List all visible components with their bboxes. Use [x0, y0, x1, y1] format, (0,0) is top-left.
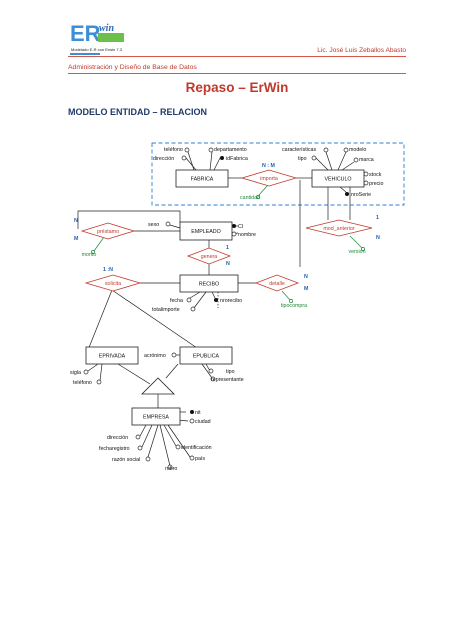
- relationship-genera-label: genera: [201, 254, 218, 260]
- importa-group-box: [151, 142, 405, 206]
- relationship-importa-label: importa: [260, 176, 278, 182]
- cardinality-detalle-n: N: [304, 274, 308, 280]
- logo-win-word: win: [99, 23, 114, 34]
- attr-epublica-acronimo: acrónimo: [144, 353, 166, 359]
- cardinality-genera-n: N: [226, 261, 230, 267]
- logo-caption: Modelado E-R con Erwin 7.3: [71, 47, 123, 52]
- attr-vehiculo-tipo: tipo: [298, 156, 307, 162]
- attr-fabrica-direccion: dirección: [153, 156, 174, 162]
- cardinality-solicita: 1 :N: [103, 267, 113, 273]
- attr-empresa-nit: nit: [195, 410, 201, 416]
- entity-fabrica: FABRICA: [175, 169, 229, 188]
- attr-empresa-ciudad: ciudad: [195, 419, 211, 425]
- course-divider: [68, 73, 406, 74]
- attr-eprivada-telefono: teléfono: [73, 380, 92, 386]
- attr-cantidad: cantidad: [240, 195, 260, 201]
- attr-empresa-rubro: rubro: [165, 466, 177, 472]
- attr-empresa-identificacion: identificación: [181, 445, 212, 451]
- cardinality-mod-1: 1: [376, 215, 379, 221]
- entity-empresa: EMPRESA: [131, 407, 181, 426]
- entity-recibo: RECIBO: [179, 274, 239, 293]
- cardinality-prestamo-m: M: [74, 236, 79, 242]
- logo-er-letters: ER: [70, 21, 101, 46]
- page-title: Repaso – ErWin: [185, 80, 289, 95]
- attr-vehiculo-modelo: modelo: [349, 147, 366, 153]
- section-heading: MODELO ENTIDAD – RELACION: [68, 107, 208, 117]
- attr-vehiculo-precio: precio: [369, 181, 383, 187]
- relationship-mod-anterior-label: mod_anterior: [323, 226, 354, 232]
- erwin-logo: ER win Modelado E-R con Erwin 7.3: [68, 18, 126, 60]
- attr-eprivada-sigla: sigla: [70, 370, 81, 376]
- attr-recibo-totalimporte: totalimporte: [152, 307, 180, 313]
- attr-epublica-representante: representante: [211, 377, 244, 383]
- attr-vehiculo-nroserie: nroSerie: [351, 192, 371, 198]
- relationship-importa: importa: [240, 169, 298, 187]
- attr-empresa-pais: país: [195, 456, 205, 462]
- entity-vehiculo: VEHICULO: [311, 169, 365, 188]
- attr-empleado-ci: CI: [238, 224, 243, 230]
- cardinality-detalle-m: M: [304, 286, 309, 292]
- course-name: Administración y Diseño de Base de Datos: [68, 64, 197, 71]
- cardinality-prestamo-n: N: [74, 218, 78, 224]
- entity-fabrica-label: FABRICA: [191, 177, 214, 183]
- attr-empresa-razon-social: razón social: [112, 457, 140, 463]
- attr-fabrica-idfabrica: idFabrica: [226, 156, 248, 162]
- entity-vehiculo-label: VEHICULO: [324, 177, 351, 183]
- entity-recibo-label: RECIBO: [199, 282, 219, 288]
- attr-vehiculo-marca: marca: [359, 157, 374, 163]
- entity-eprivada-label: EPRIVADA: [99, 354, 126, 360]
- entity-empresa-label: EMPRESA: [143, 415, 169, 421]
- entity-epublica-label: EPUBLICA: [193, 354, 220, 360]
- relationship-detalle: detalle: [254, 274, 300, 292]
- relationship-mod-anterior: mod_anterior: [305, 219, 373, 237]
- attr-empleado-sexo: sexo: [148, 222, 159, 228]
- attr-monto: monto: [82, 252, 97, 258]
- attr-vehiculo-caracteristicas: características: [282, 147, 316, 153]
- entity-empleado: EMPLEADO: [179, 221, 233, 241]
- cardinality-genera-1: 1: [226, 245, 229, 251]
- entity-epublica: EPUBLICA: [179, 346, 233, 365]
- attr-fabrica-departamento: departamento: [214, 147, 247, 153]
- attr-version: version: [348, 249, 365, 255]
- author-name: Lic. José Luis Zeballos Abasto: [317, 47, 406, 54]
- relationship-detalle-label: detalle: [269, 281, 285, 287]
- attr-empresa-direccion: dirección: [107, 435, 128, 441]
- attr-recibo-fecha: fecha: [170, 298, 183, 304]
- attr-recibo-nrorecibo: nrorecibo: [220, 298, 242, 304]
- erwin-logo-graphic: ER win Modelado E-R con Erwin 7.3: [68, 18, 126, 60]
- entity-eprivada: EPRIVADA: [85, 346, 139, 365]
- header-divider: [68, 56, 406, 57]
- relationship-solicita-label: solicita: [105, 281, 121, 287]
- attr-tipocompra: tipocompra: [281, 303, 307, 309]
- attr-vehiculo-stock: stock: [369, 172, 382, 178]
- cardinality-importa: N : M: [262, 163, 276, 169]
- relationship-prestamo-label: préstamo: [97, 229, 119, 235]
- cardinality-mod-n: N: [376, 235, 380, 241]
- relationship-genera: genera: [186, 247, 232, 265]
- attr-empleado-nombre: nombre: [238, 232, 256, 238]
- attr-fabrica-telefono: teléfono: [164, 147, 183, 153]
- generalization-triangle: [141, 377, 175, 395]
- entity-empleado-label: EMPLEADO: [191, 229, 220, 235]
- attr-empresa-fecharegistro: fecharegistro: [99, 446, 130, 452]
- relationship-solicita: solicita: [84, 274, 142, 292]
- relationship-prestamo: préstamo: [80, 222, 136, 240]
- attr-epublica-tipo: tipo: [226, 369, 235, 375]
